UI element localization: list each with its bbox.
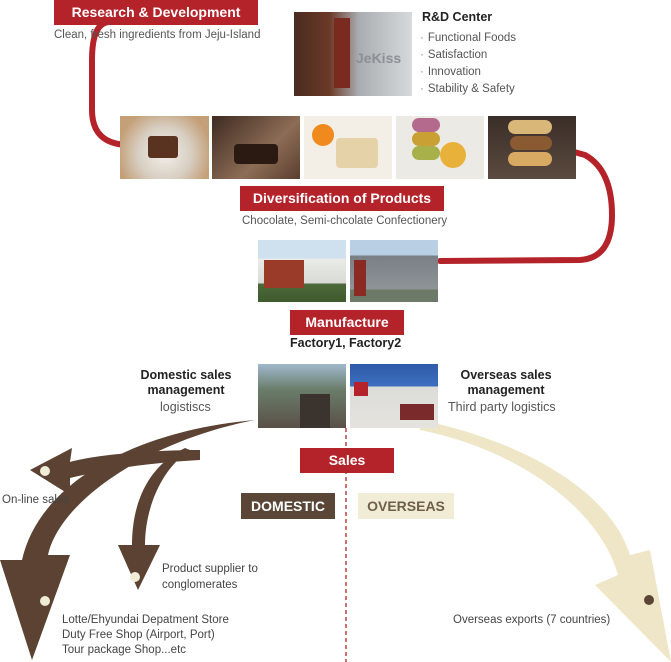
rd-center-title: R&D Center [422,10,493,24]
domestic-sales-subtitle: logistiscs [160,400,211,414]
domestic-sales-title-line1: Domestic sales [140,368,232,382]
rd-center-banner-graphic [334,18,350,88]
department-store-line3: Tour package Shop...etc [62,644,187,656]
overseas-tag: OVERSEAS [358,493,454,519]
domestic-tag: DOMESTIC [241,493,335,519]
research-development-title: Research & Development [54,0,258,25]
sales-title: Sales [300,448,394,473]
domestic-logistics-photo [258,364,346,428]
online-sales-label: On-line sales [2,494,70,506]
product-photo-chocolate-glass [212,116,300,179]
rd-center-photo-sign: JeKiss [356,50,402,66]
overseas-sales-subtitle: Third party logistics [448,400,556,414]
overseas-logistics-photo [350,364,438,428]
rd-center-photo: JeKiss [294,12,412,96]
overseas-sales-title-line2: management [467,383,545,397]
manufacture-title: Manufacture [290,310,404,335]
factory1-photo [258,240,346,302]
overseas-exports-dot [644,595,654,605]
overseas-exports-label: Overseas exports (7 countries) [453,614,611,626]
overseas-sales-title-line1: Overseas sales [460,368,552,382]
product-photo-citrus-crackers [304,116,392,179]
rd-center-item: Functional Foods [420,30,516,47]
arrow-product-supplier [118,448,190,590]
arrow-overseas-exports [420,420,671,662]
connector-curve-products-to-factory [437,145,616,264]
product-supplier-dot [130,572,140,582]
product-supplier-line2: conglomerates [162,579,238,591]
product-photo-chocolate-plate [120,116,209,179]
arrow-online-sales [30,448,200,495]
department-store-line2: Duty Free Shop (Airport, Port) [62,629,215,641]
department-store-label: Lotte/Ehyundai Depatment Store Duty Free… [62,613,229,658]
diversification-subtitle: Chocolate, Semi-chcolate Confectionery [242,215,448,227]
domestic-sales-title-line2: management [147,383,225,397]
arrow-department-store [0,420,255,660]
factory2-photo [350,240,438,302]
department-store-line1: Lotte/Ehyundai Depatment Store [62,614,229,626]
research-development-subtitle: Clean, fresh ingredients from Jeju-Islan… [54,29,261,41]
online-sales-dot [40,466,50,476]
rd-center-item: Innovation [420,64,516,81]
product-supplier-line1: Product supplier to [162,563,258,575]
rd-center-item: Satisfaction [420,47,516,64]
manufacture-subtitle: Factory1, Factory2 [290,336,402,350]
department-store-dot [40,596,50,606]
rd-center-list: Functional Foods Satisfaction Innovation… [420,30,516,98]
diversification-title: Diversification of Products [240,186,444,211]
overseas-sales-title: Overseas sales management [458,368,554,398]
product-photo-cookies [488,116,576,179]
product-photo-macarons [396,116,484,179]
product-supplier-label: Product supplier to conglomerates [162,561,258,593]
rd-center-item: Stability & Safety [420,81,516,98]
domestic-sales-title: Domestic sales management [138,368,234,398]
